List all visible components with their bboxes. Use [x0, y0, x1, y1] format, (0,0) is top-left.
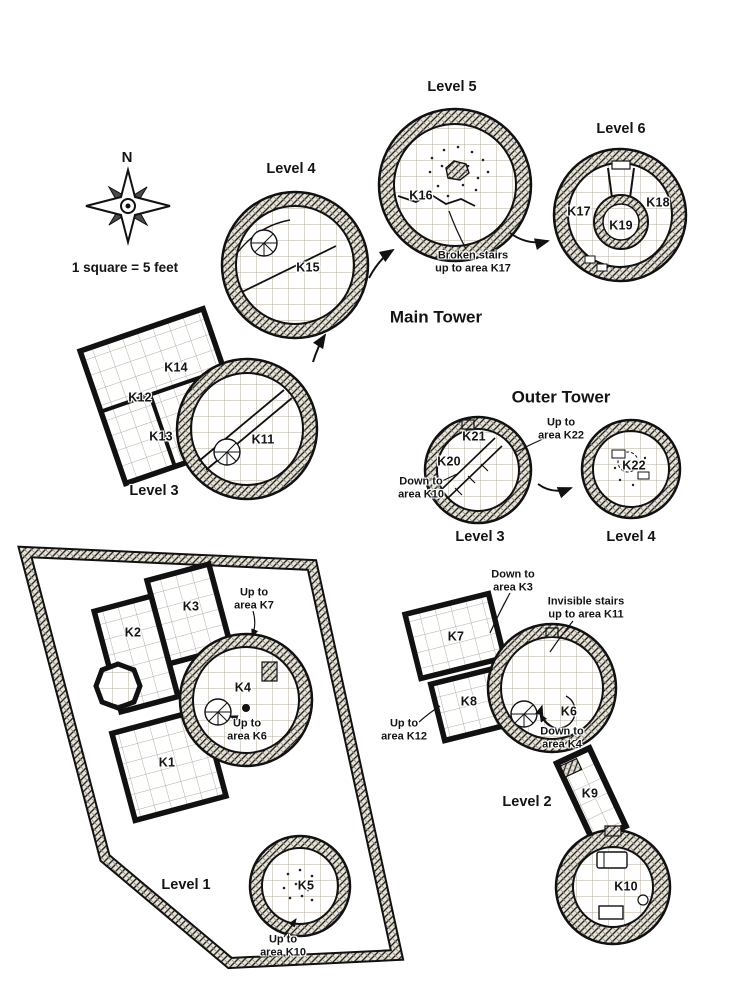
room-label-k20: K20	[437, 454, 461, 469]
tower-level4	[220, 190, 370, 340]
compass-north-label: N	[121, 148, 133, 166]
tower-level6	[552, 147, 688, 283]
note-up-k6: Up to area K6	[227, 717, 267, 743]
room-label-k1: K1	[158, 755, 176, 770]
room-label-k12: K12	[128, 390, 152, 405]
main-tower-heading: Main Tower	[389, 307, 483, 327]
note-broken-stairs: Broken stairs up to area K17	[435, 249, 511, 275]
room-label-k18: K18	[646, 195, 670, 210]
note-down-k4: Down to area K4	[540, 725, 584, 751]
outer-tower-heading: Outer Tower	[511, 387, 611, 407]
room-label-k5: K5	[297, 878, 315, 893]
room-label-k19: K19	[609, 218, 633, 233]
room-label-k11: K11	[251, 432, 275, 447]
room-label-k17: K17	[567, 204, 591, 219]
room-label-k13: K13	[149, 429, 173, 444]
level2-title: Level 2	[502, 794, 552, 811]
room-label-k14: K14	[164, 360, 188, 375]
outer-tower-level4	[580, 418, 682, 520]
room-label-k4: K4	[234, 680, 252, 695]
compass-rose-icon	[85, 166, 171, 246]
room-label-k6: K6	[560, 704, 578, 719]
outer-tower-level3	[423, 415, 533, 525]
room-label-k16: K16	[409, 188, 433, 203]
note-up-k22: Up to area K22	[538, 416, 584, 442]
main-level4-title: Level 4	[266, 161, 316, 178]
note-down-k3: Down to area K3	[491, 568, 535, 594]
tower-k6	[486, 622, 618, 754]
level1-title: Level 1	[161, 877, 211, 894]
scale-note: 1 square = 5 feet	[71, 259, 179, 275]
outer-level4-title: Level 4	[606, 529, 656, 546]
note-invisible-stairs: Invisible stairs up to area K11	[547, 595, 625, 621]
room-label-k7: K7	[447, 629, 465, 644]
main-level5-title: Level 5	[427, 79, 477, 96]
tower-k10	[554, 825, 672, 946]
tower-k5	[248, 834, 352, 938]
main-level6-title: Level 6	[596, 121, 646, 138]
note-down-k10: Down to area K10	[398, 475, 444, 501]
room-label-k3: K3	[182, 599, 200, 614]
outer-level3-title: Level 3	[455, 529, 505, 546]
annotation-leader-lines	[228, 210, 574, 938]
level1-bastion	[93, 661, 143, 711]
note-up-k10: Up to area K10	[260, 933, 306, 959]
room-label-k21: K21	[462, 429, 486, 444]
tower-k11	[175, 357, 319, 501]
level-transition-arrows	[312, 232, 573, 499]
note-up-k7: Up to area K7	[234, 586, 274, 612]
tower-level5	[377, 107, 533, 263]
room-label-k8: K8	[460, 694, 478, 709]
room-label-k22: K22	[622, 458, 646, 473]
tower-k4	[178, 632, 314, 768]
main-level3-title: Level 3	[129, 483, 179, 500]
room-label-k2: K2	[124, 625, 142, 640]
room-label-k15: K15	[296, 260, 320, 275]
room-label-k10: K10	[614, 879, 638, 894]
note-up-k12: Up to area K12	[381, 717, 427, 743]
room-label-k9: K9	[581, 786, 599, 801]
